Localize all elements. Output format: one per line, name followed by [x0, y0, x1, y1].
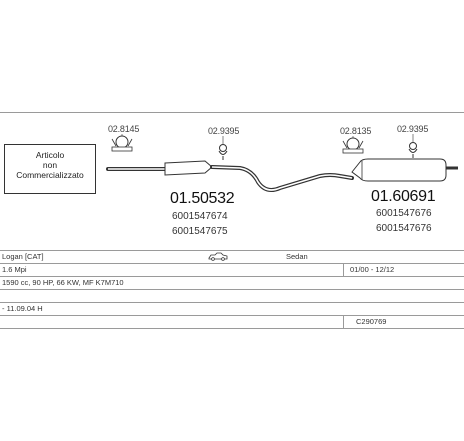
oem-number-rear-1: 6001547676: [376, 208, 432, 219]
extra-info: - 11.09.04 H: [2, 304, 43, 313]
hanger-icon: [218, 144, 228, 160]
table-rule: [0, 315, 464, 316]
ref-clamp-rear: 02.8135: [340, 126, 372, 136]
exhaust-drawing: [106, 134, 458, 192]
middle-silencer: [164, 160, 213, 176]
clamp-icon: [111, 135, 133, 152]
table-rule: [0, 302, 464, 303]
table-rule: [0, 263, 464, 264]
note-line-2: non: [42, 160, 58, 170]
rear-silencer: [351, 158, 447, 182]
part-number-middle: 01.50532: [170, 190, 235, 207]
hanger-icon: [408, 142, 418, 158]
middle-pipe: [210, 165, 354, 192]
ref-clamp-front: 02.8145: [108, 124, 140, 134]
note-line-1: Articolo: [35, 150, 65, 160]
not-commercialized-note: Articolo non Commercializzato: [4, 144, 96, 194]
oem-number-middle-2: 6001547675: [172, 226, 228, 237]
table-rule: [0, 250, 464, 251]
car-icon: [208, 252, 228, 263]
middle-pipe-inner: [211, 166, 353, 191]
engine-specs: 1590 cc, 90 HP, 66 KW, MF K7M710: [2, 278, 124, 287]
part-number-rear: 01.60691: [371, 188, 436, 205]
ref-hanger-rear: 02.9395: [397, 124, 429, 134]
table-divider: [343, 263, 344, 276]
note-line-3: Commercializzato: [16, 170, 84, 180]
table-rule: [0, 289, 464, 290]
body-type: Sedan: [286, 252, 308, 261]
top-rule: [0, 112, 464, 113]
catalog-code: C290769: [356, 317, 387, 326]
engine: 1.6 Mpi: [2, 265, 27, 274]
vehicle-model: Logan [CAT]: [2, 252, 44, 261]
ref-hanger-front: 02.9395: [208, 126, 240, 136]
table-rule: [0, 328, 464, 329]
oem-number-middle-1: 6001547674: [172, 211, 228, 222]
table-rule: [0, 276, 464, 277]
production-years: 01/00 - 12/12: [350, 265, 395, 274]
oem-number-rear-2: 6001547676: [376, 223, 432, 234]
clamp-icon: [342, 137, 364, 154]
table-divider: [343, 315, 344, 328]
exhaust-diagram: Articolo non Commercializzato 02.8145 02…: [0, 112, 464, 250]
